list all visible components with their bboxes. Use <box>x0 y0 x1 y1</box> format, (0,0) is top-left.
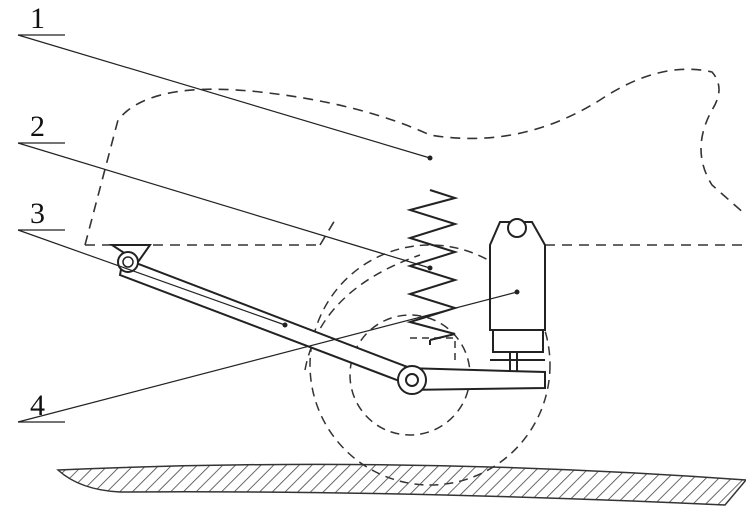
leader-line-2 <box>17 142 431 269</box>
leader-line-4 <box>17 291 518 423</box>
wheel-hub-arc <box>304 254 421 371</box>
marker-dot-1 <box>427 155 433 161</box>
leader-line-3 <box>17 229 286 326</box>
wheel-pivot-inner-icon <box>405 373 419 387</box>
shock-top-pivot-icon <box>507 218 527 238</box>
callout-3: 3 <box>30 197 45 230</box>
spring-coil <box>406 189 459 341</box>
callout-2: 2 <box>30 110 45 143</box>
marker-dot-4 <box>514 289 520 295</box>
wheel-hub-detail <box>410 337 456 360</box>
shock-absorber-lower <box>492 329 544 353</box>
control-arm <box>118 256 411 387</box>
marker-dot-2 <box>427 265 433 271</box>
shock-absorber-body <box>489 221 546 331</box>
arm-pivot-inner-icon <box>122 256 134 268</box>
leader-line-1 <box>17 34 431 159</box>
callout-4: 4 <box>30 389 45 422</box>
ground-surface <box>56 463 746 506</box>
callout-1: 1 <box>30 2 45 35</box>
marker-dot-3 <box>282 322 288 328</box>
vehicle-body-outline <box>84 68 746 246</box>
body-floor-link <box>319 219 336 246</box>
